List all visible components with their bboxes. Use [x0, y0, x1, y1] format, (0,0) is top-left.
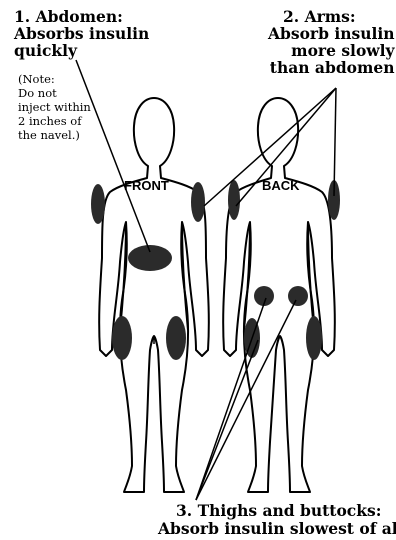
abdomen-description: Absorbs insulin quickly — [14, 25, 149, 59]
arms-title: 2. Arms: — [283, 8, 356, 25]
front-abdomen-site — [128, 245, 172, 271]
front-label: FRONT — [124, 178, 169, 193]
arms-description: Absorb insulin more slowly than abdomen — [268, 25, 395, 76]
front-left-thigh-site — [112, 316, 132, 360]
back-figure — [223, 98, 335, 492]
front-right-arm-site — [191, 182, 205, 222]
front-body-outline — [99, 98, 209, 492]
back-right-buttock-site — [288, 286, 308, 306]
navel-note: (Note: Do not inject within 2 inches of … — [18, 72, 91, 142]
thighs-leader-line-1 — [196, 340, 258, 500]
front-right-thigh-site — [166, 316, 186, 360]
back-body-outline — [223, 98, 335, 492]
abdomen-title: 1. Abdomen: — [14, 8, 123, 25]
back-left-arm-site — [228, 180, 240, 220]
thighs-description: Absorb insulin slowest of all — [158, 520, 396, 537]
back-right-thigh-site — [306, 316, 322, 360]
arms-leader-line-right — [334, 88, 336, 196]
back-label: BACK — [262, 178, 300, 193]
front-left-arm-site — [91, 184, 105, 224]
thighs-title: 3. Thighs and buttocks: — [176, 502, 381, 519]
front-figure — [99, 98, 209, 492]
